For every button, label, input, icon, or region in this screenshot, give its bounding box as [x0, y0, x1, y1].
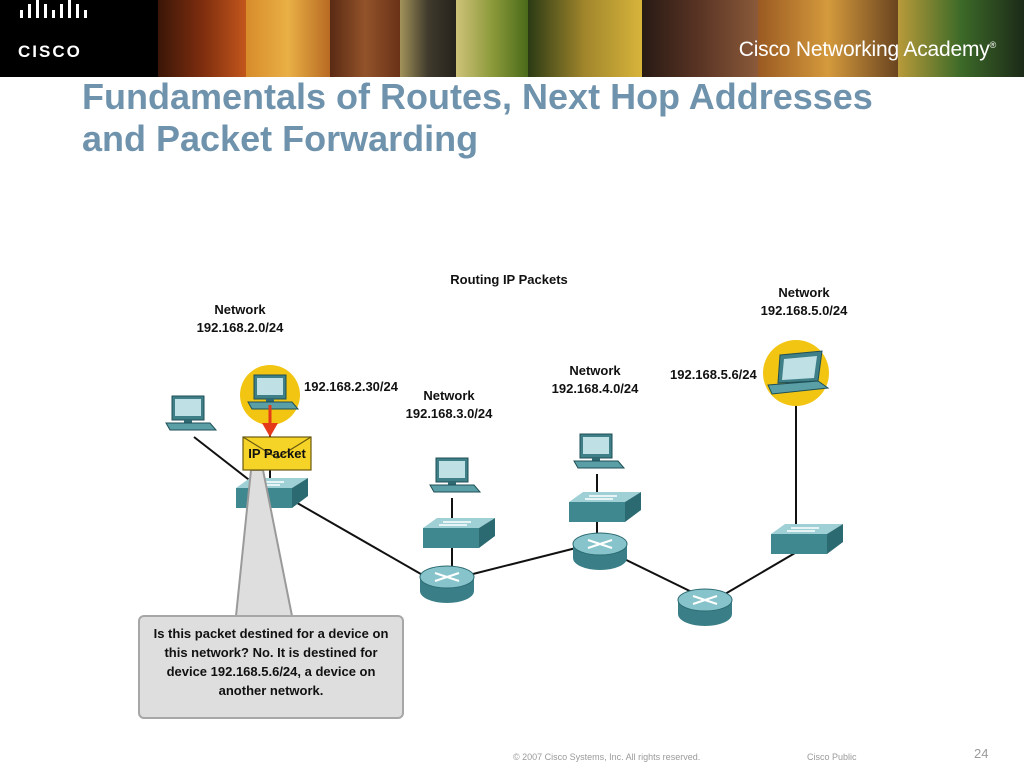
banner-photo — [898, 0, 1024, 77]
cisco-wordmark: CISCO — [18, 42, 82, 61]
network-label-1: Network — [214, 302, 266, 317]
router-2 — [571, 531, 629, 572]
red-arrow-icon — [262, 405, 278, 437]
banner-photo — [400, 0, 456, 77]
network-address-2: 192.168.3.0/24 — [406, 406, 494, 421]
network-address-3: 192.168.4.0/24 — [552, 381, 640, 396]
slide-title-line1: Fundamentals of Routes, Next Hop Address… — [82, 76, 873, 117]
host-pc-network3 — [429, 457, 481, 493]
banner-photo — [158, 0, 246, 77]
network-address-4: 192.168.5.0/24 — [761, 303, 849, 318]
laptop-icon — [767, 350, 830, 395]
academy-prefix: Cisco — [738, 38, 796, 61]
slide-title: Fundamentals of Routes, Next Hop Address… — [82, 76, 982, 160]
banner-photo — [758, 0, 898, 77]
banner-photo — [642, 0, 758, 77]
host-pc-left — [165, 395, 217, 431]
ip-packet-label: IP Packet — [248, 446, 306, 461]
copyright-text: © 2007 Cisco Systems, Inc. All rights re… — [513, 752, 701, 762]
banner-photo — [528, 0, 642, 77]
network-address-1: 192.168.2.0/24 — [197, 320, 285, 335]
switch-network4 — [568, 491, 642, 523]
slide-title-line2: and Packet Forwarding — [82, 118, 479, 159]
banner-photo — [456, 0, 528, 77]
host-pc-network4 — [573, 433, 625, 469]
academy-title: Networking Academy — [795, 38, 990, 61]
ip-packet-envelope — [242, 436, 312, 471]
router-1 — [418, 564, 476, 605]
academy-name: Cisco Networking Academy® — [739, 38, 996, 62]
banner-photo — [330, 0, 400, 77]
callout-box: Is this packet destined for a device on … — [138, 615, 404, 719]
switch-network5 — [770, 523, 844, 555]
classification-text: Cisco Public — [807, 752, 857, 762]
router-3 — [676, 587, 734, 628]
diagram-heading: Routing IP Packets — [450, 272, 568, 287]
header-banner: CISCO Cisco Networking Academy® — [0, 0, 1024, 77]
switch-network3 — [422, 517, 496, 549]
source-host-address: 192.168.2.30/24 — [304, 379, 399, 394]
registered-mark: ® — [989, 40, 997, 50]
cisco-logo: CISCO — [0, 0, 158, 77]
destination-host-address: 192.168.5.6/24 — [670, 367, 758, 382]
banner-photo — [246, 0, 330, 77]
network-label-4: Network — [778, 285, 830, 300]
network-label-2: Network — [423, 388, 475, 403]
network-label-3: Network — [569, 363, 621, 378]
page-number: 24 — [974, 746, 989, 761]
